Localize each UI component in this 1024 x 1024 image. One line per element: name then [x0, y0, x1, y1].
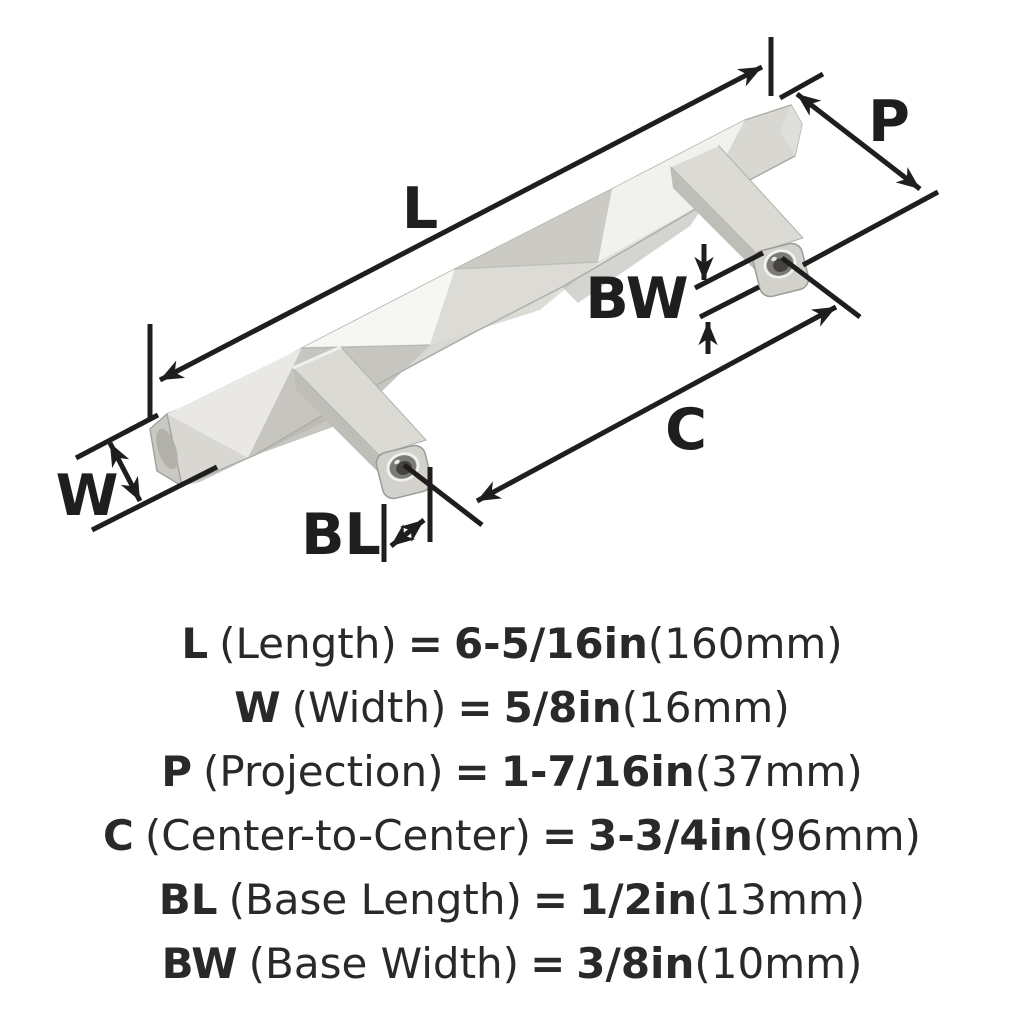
- spec-symbol: BL: [158, 875, 218, 924]
- spec-line-length: L(Length)=6-5/16in(160mm): [0, 612, 1024, 676]
- dimension-label-W: W: [56, 463, 119, 529]
- spec-equals: =: [457, 683, 493, 732]
- spec-line-base-width: BW(Base Width)=3/8in(10mm): [0, 932, 1024, 996]
- spec-equals: =: [454, 747, 490, 796]
- spec-metric: (96mm): [752, 811, 921, 860]
- spec-line-base-length: BL(Base Length)=1/2in(13mm): [0, 868, 1024, 932]
- spec-label: (Width): [291, 683, 447, 732]
- spec-imperial: 6-5/16in: [453, 619, 648, 668]
- spec-equals: =: [530, 939, 566, 988]
- handle-illustration: [149, 104, 810, 500]
- diagram-canvas: L P BW C: [56, 37, 940, 568]
- spec-metric: (10mm): [694, 939, 863, 988]
- spec-line-projection: P(Projection)=1-7/16in(37mm): [0, 740, 1024, 804]
- dimension-L: L: [147, 37, 774, 418]
- spec-line-center-to-center: C(Center-to-Center)=3-3/4in(96mm): [0, 804, 1024, 868]
- spec-imperial: 3-3/4in: [588, 811, 753, 860]
- spec-symbol: P: [161, 747, 193, 796]
- dimension-label-BW: BW: [585, 266, 688, 332]
- dimension-label-L: L: [402, 176, 438, 242]
- dimension-annotations: L P BW C: [56, 37, 940, 568]
- handle-right-endcap: [780, 105, 802, 156]
- spec-line-width: W(Width)=5/8in(16mm): [0, 676, 1024, 740]
- spec-metric: (37mm): [694, 747, 863, 796]
- spec-label: (Length): [219, 619, 397, 668]
- spec-imperial: 5/8in: [503, 683, 622, 732]
- spec-metric: (160mm): [647, 619, 843, 668]
- spec-metric: (13mm): [697, 875, 866, 924]
- spec-equals: =: [532, 875, 569, 924]
- dimension-label-BL: BL: [301, 502, 381, 568]
- spec-equals: =: [541, 811, 578, 860]
- dimension-label-C: C: [665, 397, 707, 463]
- spec-symbol: C: [103, 811, 134, 860]
- dimension-P: P: [778, 71, 940, 268]
- dimension-BL: BL: [301, 467, 433, 568]
- handle-left-endcap: [149, 412, 184, 488]
- spec-symbol: L: [181, 619, 209, 668]
- spec-imperial: 1/2in: [579, 875, 698, 924]
- spec-metric: (16mm): [621, 683, 790, 732]
- spec-symbol: BW: [161, 939, 238, 988]
- spec-imperial: 1-7/16in: [500, 747, 695, 796]
- spec-label: (Base Length): [228, 875, 522, 924]
- spec-symbol: W: [234, 683, 281, 732]
- spec-equals: =: [407, 619, 443, 668]
- spec-label: (Projection): [203, 747, 444, 796]
- spec-label: (Base Width): [248, 939, 520, 988]
- dimension-label-P: P: [868, 89, 910, 155]
- spec-imperial: 3/8in: [576, 939, 695, 988]
- spec-list: L(Length)=6-5/16in(160mm) W(Width)=5/8in…: [0, 612, 1024, 996]
- dimension-C: C: [402, 256, 862, 527]
- dimension-W: W: [56, 412, 219, 533]
- spec-label: (Center-to-Center): [144, 811, 531, 860]
